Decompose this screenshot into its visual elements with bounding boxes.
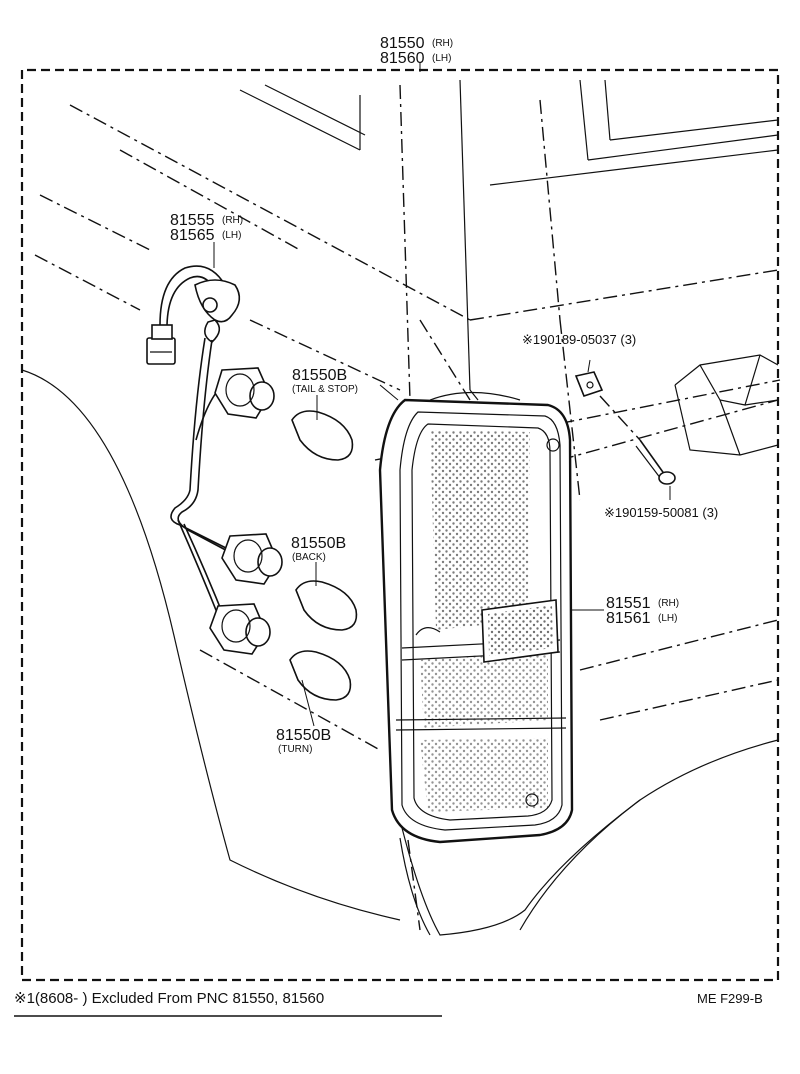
bulb-turn-note: (TURN) [278,744,312,755]
bulb-back-number: 81550B [291,535,346,552]
label-bulb-tail: 81550B (TAIL & STOP) [292,367,358,395]
bulb-tail-number: 81550B [292,367,347,384]
footer-note: ※1(8608- ) Excluded From PNC 81550, 8156… [14,990,324,1007]
lens-lh-number: 81561 [606,610,651,627]
bulb-tail-stop [291,410,354,461]
bulb-back-note: (BACK) [292,552,326,563]
label-bulb-turn: 81550B (TURN) [276,727,331,755]
bulb-turn-number: 81550B [276,727,331,744]
lens-rh-side: (RH) [658,598,679,609]
vehicle-body-outline [21,79,781,936]
label-lens: 81551 (RH) 81561 (LH) [606,595,679,627]
bulb-back [295,580,358,631]
bulb-tail-note: (TAIL & STOP) [292,384,358,395]
assembly-border [20,68,780,982]
label-socket: 81555 (RH) 81565 (LH) [170,212,243,244]
lens-lh-side: (LH) [658,613,677,624]
label-clip-nut: ※190189-05037 (3) [522,332,636,347]
tail-lamp-lens [378,391,574,936]
socket-and-wire-harness [146,265,283,655]
label-bulb-back: 81550B (BACK) [291,535,346,563]
socket-lh-number: 81565 [170,227,215,244]
label-screw: ※190159-50081 (3) [604,505,718,520]
socket-lh-side: (LH) [222,230,241,241]
clip-nut [574,371,604,397]
socket-rh-number: 81555 [170,212,215,229]
assembly-lh-side: (LH) [432,53,451,64]
socket-rh-side: (RH) [222,215,243,226]
bulb-turn [289,650,352,701]
screw [599,395,676,485]
assembly-lh-number: 81560 [380,50,425,67]
assembly-rh-number: 81550 [380,35,425,52]
assembly-rh-side: (RH) [432,38,453,49]
leader-lines [213,62,671,727]
label-assembly: 81550 (RH) 81560 (LH) [380,35,453,67]
drawing-code: ME F299-B [697,991,763,1006]
lens-rh-number: 81551 [606,595,651,612]
